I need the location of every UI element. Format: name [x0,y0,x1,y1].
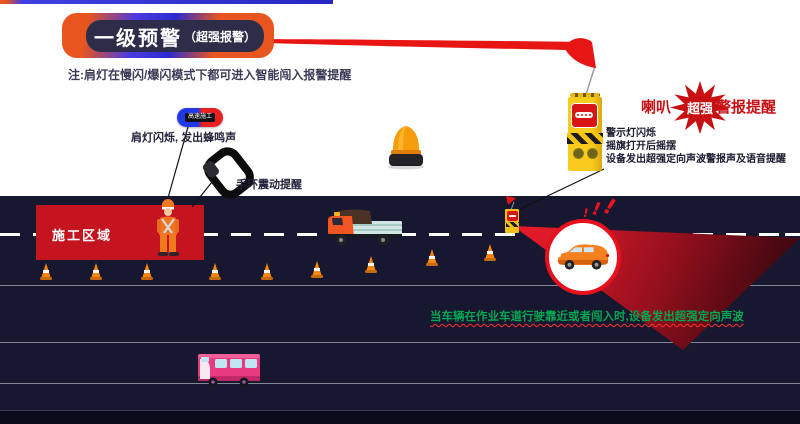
construction-zone-label: 施工区域 [52,228,113,243]
traffic-cone [209,263,221,280]
starburst-text: 超强 [686,101,713,116]
traffic-cone [141,263,153,280]
mini-warning-device [505,209,519,233]
dash-segment [785,233,798,236]
title-pill: 一级预警 （超强报警） [86,20,264,52]
led-pill [575,112,593,118]
speaker-icon [573,148,584,159]
hazard-stripes [567,133,603,144]
warning-post [567,93,603,171]
worker-figure [157,199,179,256]
traffic-cone [365,256,377,273]
page-title-sub: （超强报警） [183,29,256,44]
lane-line [0,342,800,343]
intruding-car-alert-circle [545,219,621,295]
device-line-3: 设备发出超强定向声波警报声及语音提醒 [606,154,786,165]
mini-hazard-stripes [505,222,519,227]
traffic-cone [261,263,273,280]
traffic-cone [426,249,438,266]
shoulder-light-text: 高速施工 [185,113,215,122]
work-truck [328,209,402,246]
beacon-light-icon [388,126,424,170]
wristband-icon [198,141,260,205]
traffic-cone [311,261,323,278]
shoulder-light-icon: 高速施工 [177,108,223,127]
post-lights [570,93,600,97]
lane-line [0,285,800,286]
device-line-2: 摇旗打开后摇摆 [606,141,676,152]
device-line-1: 警示灯闪烁 [606,128,656,139]
car-icon [557,244,610,270]
lane-line [0,383,800,384]
road-shoulder-strip [0,410,800,424]
horn-label-prefix: 喇叭 [641,99,672,116]
traffic-cone [40,263,52,280]
traffic-cone [484,244,496,261]
note-text: 注:肩灯在慢闪/爆闪模式下都可进入智能闯入报警提醒 [68,68,352,82]
traffic-cone [90,263,102,280]
mini-sign-icon [506,211,518,221]
road-caption: 当车辆在作业车道行驶靠近或者闯入时,设备发出超强定向声波 [430,311,744,323]
top-accent-bar [0,0,333,4]
wristband-label: 手环震动提醒 [236,179,302,191]
shoulder-light-label: 肩灯闪烁, 发出蜂鸣声 [131,132,237,144]
horn-label-suffix: 警报提醒 [716,99,777,116]
page-title: 一级预警 [93,27,182,50]
no-entry-sign-icon [571,103,598,128]
speaker-icon [587,148,598,159]
bus [198,354,260,387]
device-description: 警示灯闪烁 摇旗打开后摇摆 设备发出超强定向声波警报声及语音提醒 [606,127,786,166]
